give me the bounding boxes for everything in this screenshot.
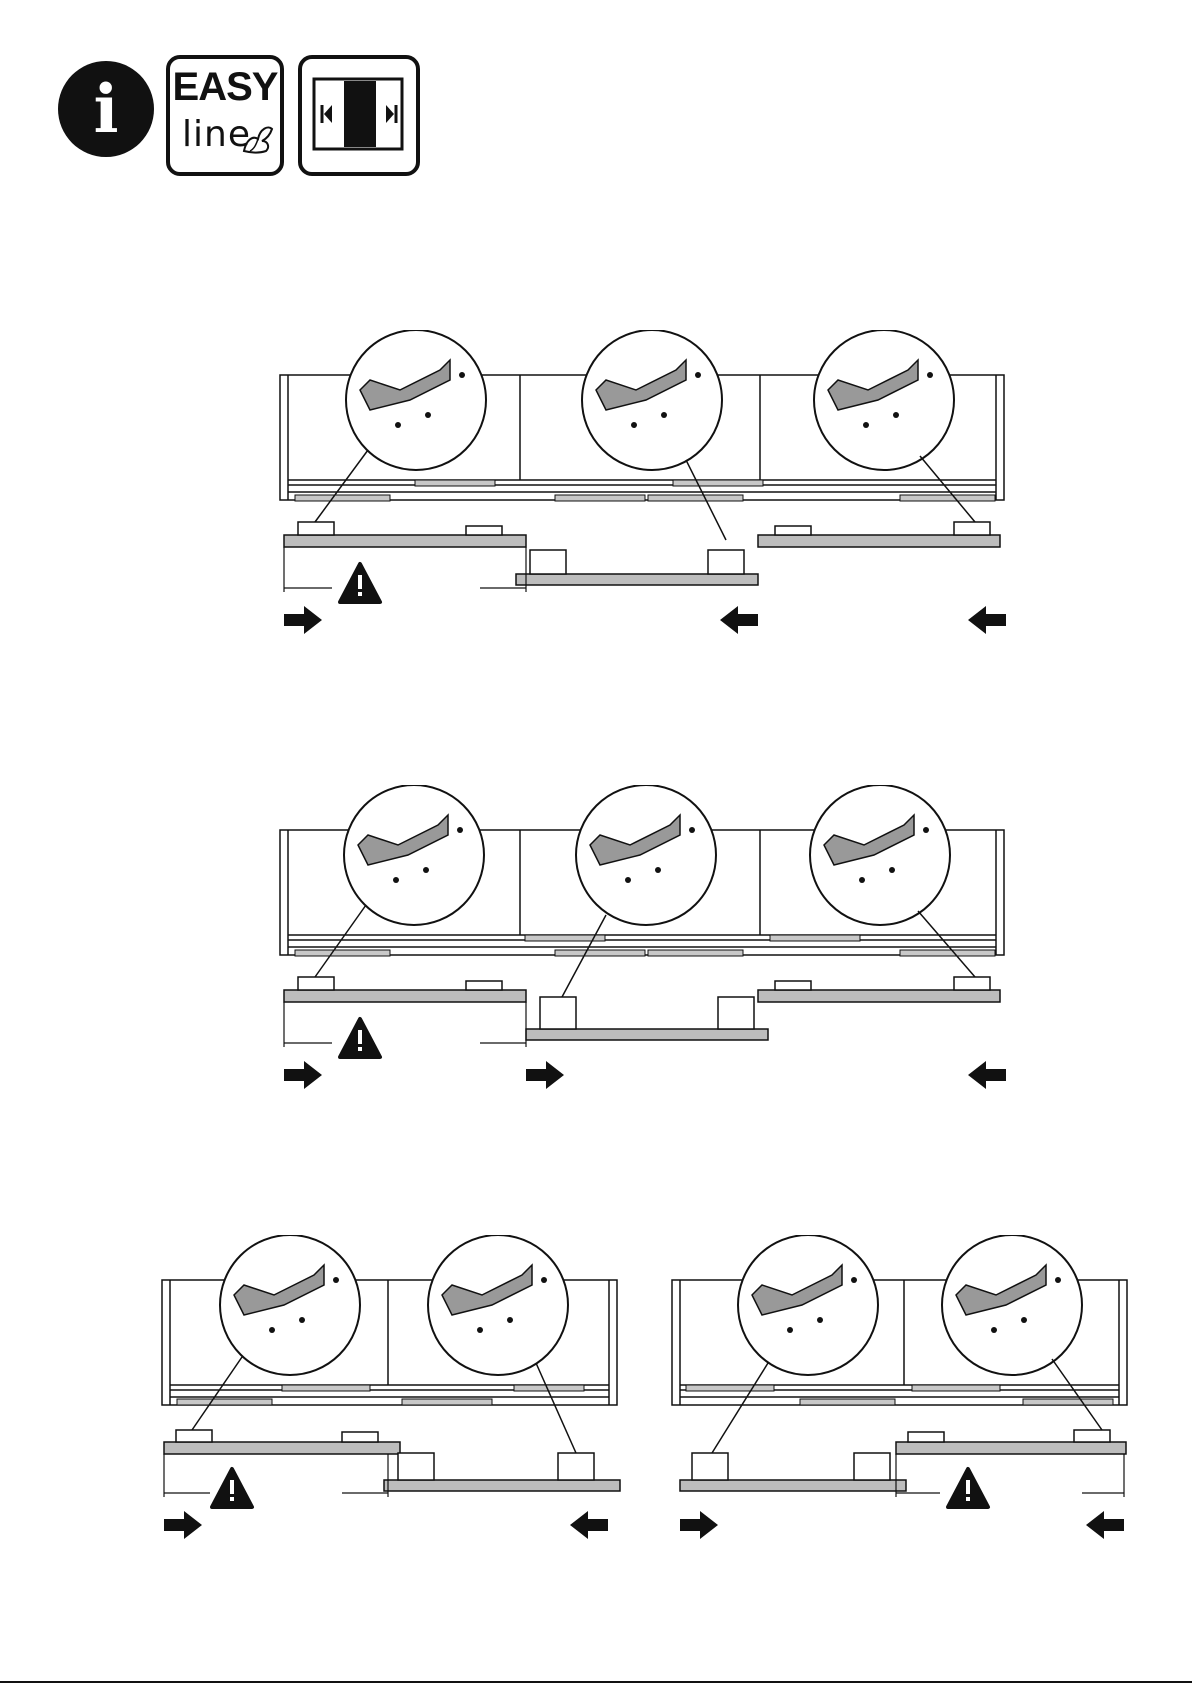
page-bottom-rule <box>0 1681 1192 1683</box>
arrow-right-icon <box>284 606 322 634</box>
header: i EASY line <box>0 0 1192 200</box>
direction-arrows <box>284 1061 1006 1089</box>
two-door-diagram-left <box>152 1235 627 1545</box>
butterfly-icon <box>240 121 276 155</box>
warning-icon <box>340 1019 380 1057</box>
direction-arrows <box>284 606 1006 634</box>
direction-arrows <box>680 1511 1124 1539</box>
measure-lines <box>284 1002 526 1047</box>
info-glyph: i <box>93 76 118 142</box>
doors <box>284 522 1000 585</box>
easy-word: EASY <box>170 67 280 107</box>
arrow-right-icon <box>284 1061 322 1089</box>
measure-lines <box>164 1454 388 1497</box>
direction-arrows <box>164 1511 608 1539</box>
sliding-door-icon <box>302 59 416 172</box>
measure-lines <box>896 1454 1124 1497</box>
arrow-left-icon <box>570 1511 608 1539</box>
measure-lines <box>284 547 526 592</box>
arrow-right-icon <box>526 1061 564 1089</box>
three-door-diagram-1 <box>270 330 1020 640</box>
warning-icon <box>340 564 380 602</box>
info-icon: i <box>58 61 154 157</box>
arrow-left-icon <box>968 606 1006 634</box>
warning-icon <box>212 1469 252 1507</box>
arrow-left-icon <box>720 606 758 634</box>
arrow-right-icon <box>680 1511 718 1539</box>
two-door-diagram-right <box>668 1235 1138 1545</box>
doors <box>284 977 1000 1040</box>
warning-icon <box>948 1469 988 1507</box>
doors <box>680 1430 1126 1491</box>
sliding-door-badge <box>298 55 420 176</box>
arrow-left-icon <box>1086 1511 1124 1539</box>
easy-line-badge: EASY line <box>166 55 284 176</box>
three-door-diagram-2 <box>270 785 1020 1095</box>
arrow-right-icon <box>164 1511 202 1539</box>
arrow-left-icon <box>968 1061 1006 1089</box>
